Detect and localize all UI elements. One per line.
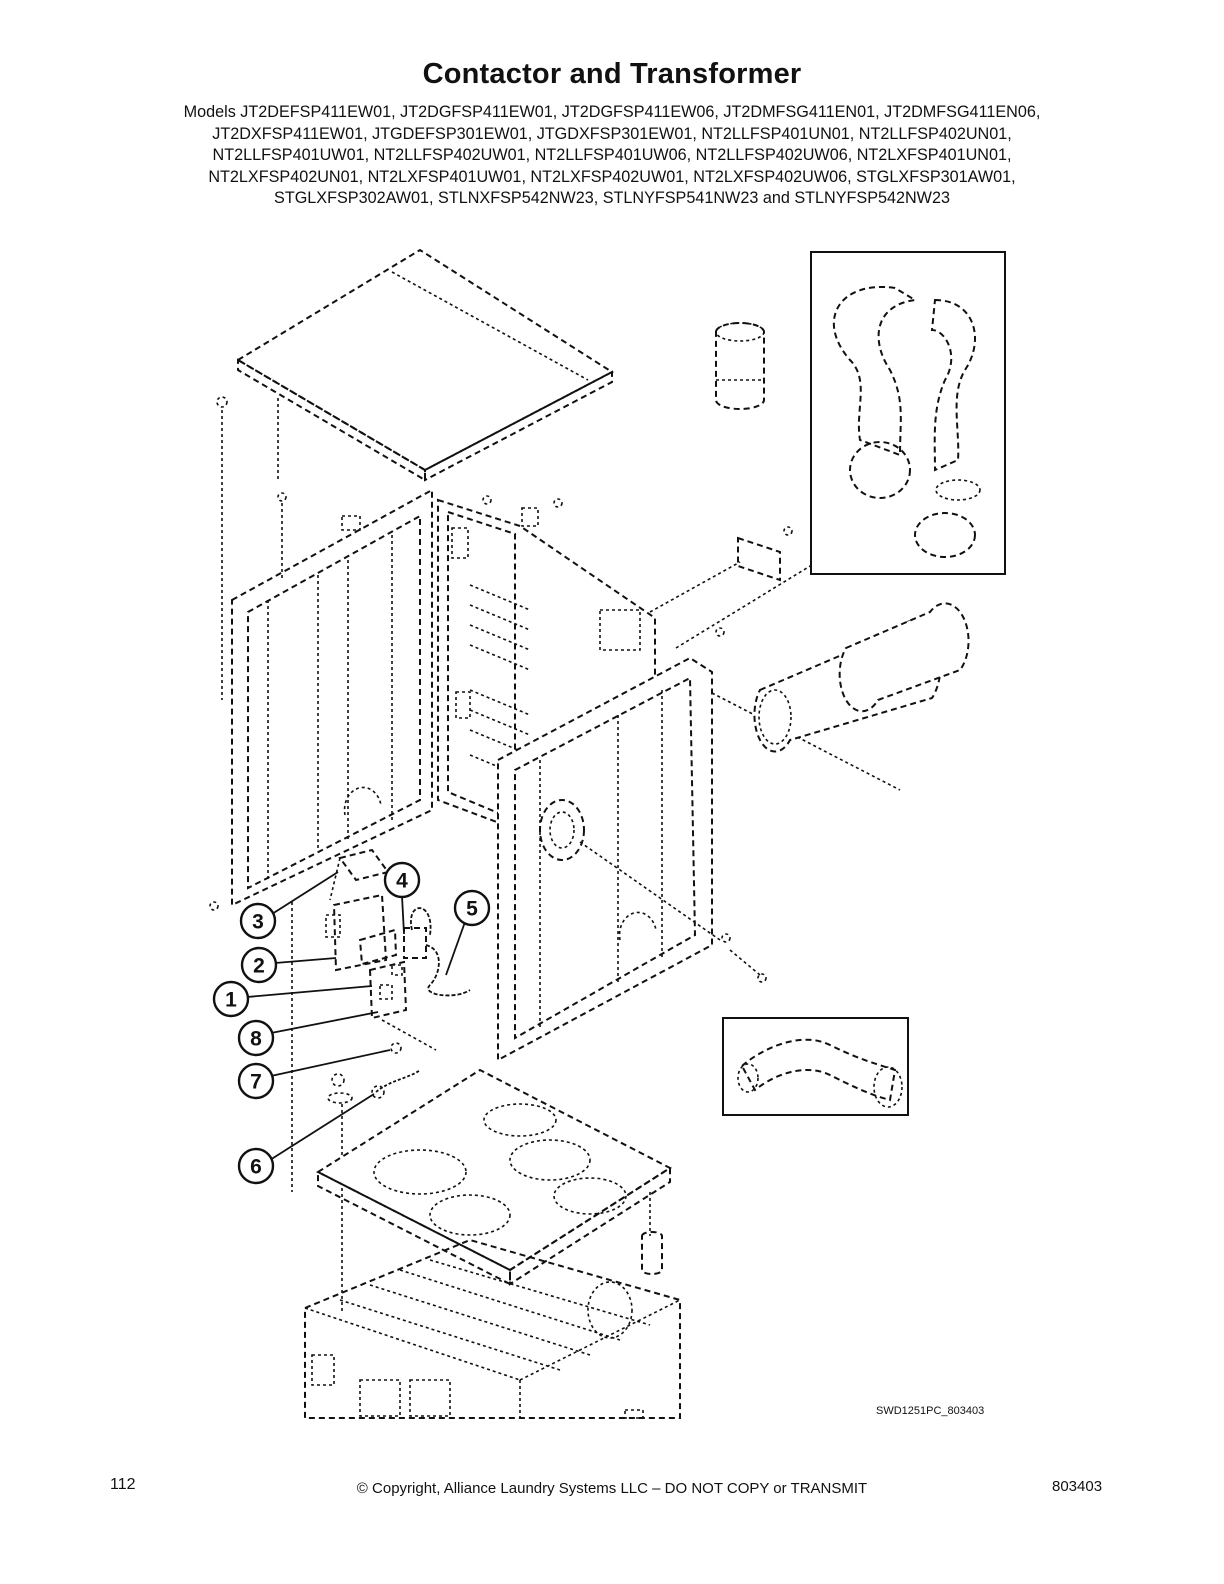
model-line: STGLXFSP302AW01, STLNXFSP542NW23, STLNYF… xyxy=(274,189,950,208)
vent-plate xyxy=(649,526,821,649)
callout-label: 7 xyxy=(250,1071,262,1094)
callout-label: 8 xyxy=(250,1028,262,1051)
callout-2: 2 xyxy=(240,946,337,984)
exhaust-duct-horizontal xyxy=(753,602,970,753)
callout-4: 4 xyxy=(383,861,421,935)
base-tray xyxy=(315,1068,673,1286)
document-number: 803403 xyxy=(1052,1478,1103,1495)
model-line: NT2LXFSP402UN01, NT2LXFSP401UW01, NT2LXF… xyxy=(208,167,1016,186)
callout-8: 8 xyxy=(237,1011,379,1057)
top-panel xyxy=(216,248,614,700)
elbow-hose-inset xyxy=(722,1017,909,1116)
callout-5: 5 xyxy=(445,889,491,976)
callout-label: 3 xyxy=(252,911,264,934)
model-line: Models JT2DEFSP411EW01, JT2DGFSP411EW01,… xyxy=(183,103,1041,121)
callout-label: 1 xyxy=(225,989,237,1012)
model-line: NT2LLFSP401UW01, NT2LLFSP402UW01, NT2LLF… xyxy=(212,146,1012,165)
drawing-code: SWD1251PC_803403 xyxy=(876,1405,985,1417)
callout-label: 6 xyxy=(250,1156,262,1179)
contactor-transformer-assembly xyxy=(291,848,471,1312)
model-list: Models JT2DEFSP411EW01, JT2DGFSP411EW01,… xyxy=(110,102,1114,210)
callout-6: 6 xyxy=(237,1093,375,1185)
model-line: JT2DXFSP411EW01, JTGDEFSP301EW01, JTGDXF… xyxy=(212,124,1012,143)
page-title: Contactor and Transformer xyxy=(422,58,802,90)
callout-label: 2 xyxy=(253,955,265,978)
copyright-notice: © Copyright, Alliance Laundry Systems LL… xyxy=(356,1480,868,1497)
cabinet-right-panel xyxy=(497,656,901,1062)
callout-label: 4 xyxy=(396,870,408,893)
lower-cabinet xyxy=(304,1238,681,1419)
callout-label: 5 xyxy=(466,898,478,921)
cabinet-left-frame xyxy=(209,488,433,911)
callout-7: 7 xyxy=(237,1049,391,1100)
flex-hose-inset xyxy=(810,251,1006,575)
exhaust-duct-short xyxy=(715,322,765,410)
callout-3: 3 xyxy=(239,871,339,940)
page-number: 112 xyxy=(110,1476,136,1493)
callout-1: 1 xyxy=(212,980,373,1018)
